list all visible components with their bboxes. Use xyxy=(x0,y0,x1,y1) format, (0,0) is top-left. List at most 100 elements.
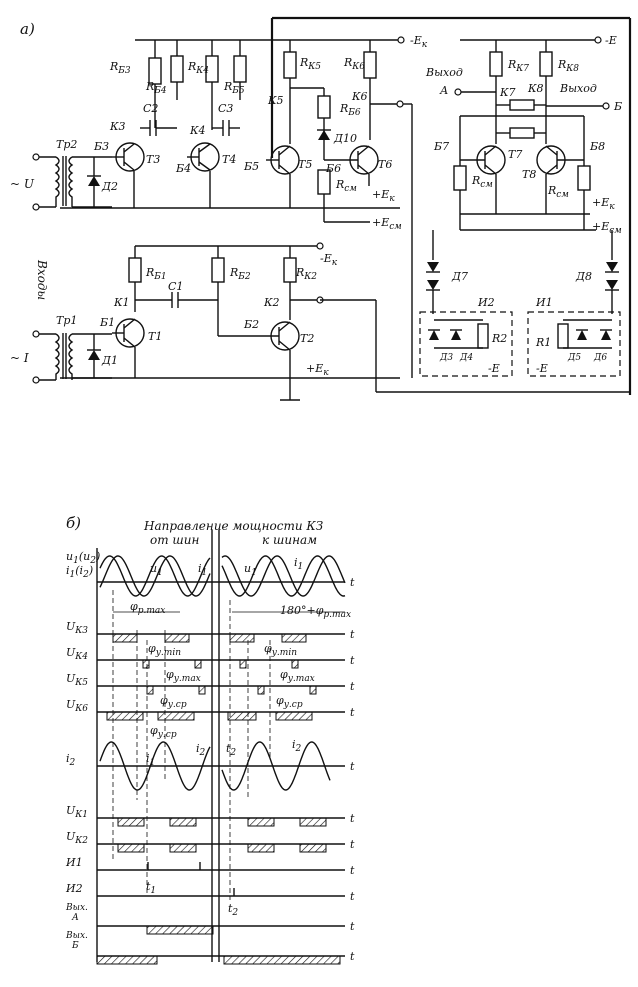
resistor-rk2: RК2 xyxy=(283,246,317,320)
svg-text:К3: К3 xyxy=(109,120,126,133)
svg-text:C2: C2 xyxy=(143,102,158,115)
svg-text:i1: i1 xyxy=(294,556,303,572)
row-label-uk3: UК3 xyxy=(66,620,88,636)
resistor-rsm-t7: Rсм xyxy=(453,165,493,191)
svg-text:i1: i1 xyxy=(146,752,155,768)
svg-text:t: t xyxy=(350,628,355,641)
svg-text:Б: Б xyxy=(71,941,79,951)
to-buses-label: к шинам xyxy=(262,533,317,547)
svg-text:Б4: Б4 xyxy=(175,162,191,175)
svg-text:Б5: Б5 xyxy=(243,160,259,173)
svg-text:Д5: Д5 xyxy=(567,353,581,363)
diode-d2: Д2 xyxy=(87,157,118,207)
svg-text:t: t xyxy=(350,950,355,963)
row-label-outb: Вых. xyxy=(65,931,88,941)
resistor-rk7: RК7 xyxy=(489,40,529,144)
svg-text:Д6: Д6 xyxy=(593,353,607,363)
svg-text:t: t xyxy=(350,576,355,589)
diode-d1: Д1 xyxy=(87,334,118,378)
svg-text:К6: К6 xyxy=(351,90,368,103)
capacitor-c3: C3 xyxy=(212,102,240,136)
inputs-label: Входы xyxy=(35,259,49,300)
svg-text:Д7: Д7 xyxy=(451,270,468,283)
svg-text:RК5: RК5 xyxy=(299,56,321,72)
svg-text:C1: C1 xyxy=(168,280,183,293)
row-label-i1ind: И1 xyxy=(65,856,83,869)
svg-text:t: t xyxy=(350,920,355,933)
svg-text:t: t xyxy=(350,890,355,903)
svg-text:φу.max: φу.max xyxy=(280,668,315,684)
svg-text:Тр1: Тр1 xyxy=(56,314,77,327)
svg-text:C3: C3 xyxy=(218,102,233,115)
capacitor-c2: C2 xyxy=(140,102,177,136)
svg-text:T3: T3 xyxy=(146,153,160,166)
resistor-rk5: RК5 xyxy=(283,40,321,144)
svg-text:T4: T4 xyxy=(222,153,236,166)
svg-text:T7: T7 xyxy=(508,148,522,161)
svg-text:-Eк: -Eк xyxy=(320,252,338,268)
transformer-tr1: Тр1 ~ I xyxy=(10,314,112,384)
svg-text:φу.min: φу.min xyxy=(148,642,181,658)
svg-text:Rсм: Rсм xyxy=(547,184,569,200)
phase-annotations: φр.max 180°+φр.max φу.min φу.min φу.max … xyxy=(113,556,351,918)
resistor-rb4: RБ4 xyxy=(145,40,184,100)
timing-title: Направление мощности КЗ xyxy=(143,519,323,533)
capacitor-c1: C1 xyxy=(135,280,218,308)
row-label-i2: i2 xyxy=(66,752,76,768)
svg-text:+Eсм: +Eсм xyxy=(592,220,622,236)
svg-text:Д1: Д1 xyxy=(101,354,118,367)
svg-text:t: t xyxy=(350,838,355,851)
row-label-i2ind: И2 xyxy=(65,882,83,895)
minus-ek-label-top: -Eк xyxy=(410,34,428,50)
svg-text:RК6: RК6 xyxy=(343,56,365,72)
svg-text:180°+φр.max: 180°+φр.max xyxy=(280,604,351,620)
svg-text:t: t xyxy=(350,760,355,773)
svg-text:К2: К2 xyxy=(263,296,280,309)
svg-text:t: t xyxy=(350,680,355,693)
i1-curve-left xyxy=(99,555,211,597)
svg-text:RК8: RК8 xyxy=(557,58,579,74)
resistor-rk6: RК6 xyxy=(343,40,377,140)
svg-text:+Eк: +Eк xyxy=(592,196,615,212)
svg-text:RК7: RК7 xyxy=(507,58,529,74)
transistor-t6: T6 xyxy=(324,145,392,175)
transformer-tr2: Тр2 ~ U xyxy=(10,138,112,211)
svg-text:RБ5: RБ5 xyxy=(223,80,245,96)
svg-text:+Eк: +Eк xyxy=(306,362,329,378)
svg-text:i2: i2 xyxy=(196,742,206,758)
svg-text:-E: -E xyxy=(605,34,617,47)
panel-b-label: б) xyxy=(66,514,81,532)
resistor-rsm-t6: Rсм xyxy=(317,169,357,210)
diode-d10: Д10 xyxy=(317,118,357,160)
panel-a-label: а) xyxy=(20,20,35,38)
svg-text:Б3: Б3 xyxy=(93,140,109,153)
row-label-uk4: UК4 xyxy=(66,646,88,662)
svg-text:Б8: Б8 xyxy=(589,140,605,153)
svg-text:-E: -E xyxy=(488,362,500,375)
indicator-i2: И2 Д3 Д4 R2 -E xyxy=(419,296,513,377)
svg-text:RК2: RК2 xyxy=(295,266,317,282)
i2-curve-left xyxy=(99,741,211,791)
svg-text:Выход: Выход xyxy=(425,66,463,79)
svg-text:К1: К1 xyxy=(113,296,130,309)
svg-text:Rсм: Rсм xyxy=(335,178,357,194)
svg-text:Выход: Выход xyxy=(559,82,597,95)
svg-text:i2: i2 xyxy=(292,738,302,754)
svg-text:~ U: ~ U xyxy=(10,177,35,191)
svg-text:Б2: Б2 xyxy=(243,318,259,331)
svg-text:φр.max: φр.max xyxy=(130,600,165,616)
svg-text:T2: T2 xyxy=(300,332,314,345)
svg-text:Д10: Д10 xyxy=(333,132,357,145)
timing-diagram: б) Направление мощности КЗ от шин к шина… xyxy=(65,514,355,965)
svg-text:φу.ср: φу.ср xyxy=(150,724,177,740)
svg-text:t: t xyxy=(350,706,355,719)
svg-text:Б: Б xyxy=(613,100,622,113)
svg-text:i1: i1 xyxy=(198,562,207,578)
svg-text:T8: T8 xyxy=(522,168,536,181)
svg-text:И2: И2 xyxy=(477,296,495,309)
from-buses-label: от шин xyxy=(150,533,200,547)
resistor-rb1: RБ1 xyxy=(128,246,167,312)
svg-text:Б1: Б1 xyxy=(99,316,115,329)
svg-text:Б7: Б7 xyxy=(433,140,449,153)
